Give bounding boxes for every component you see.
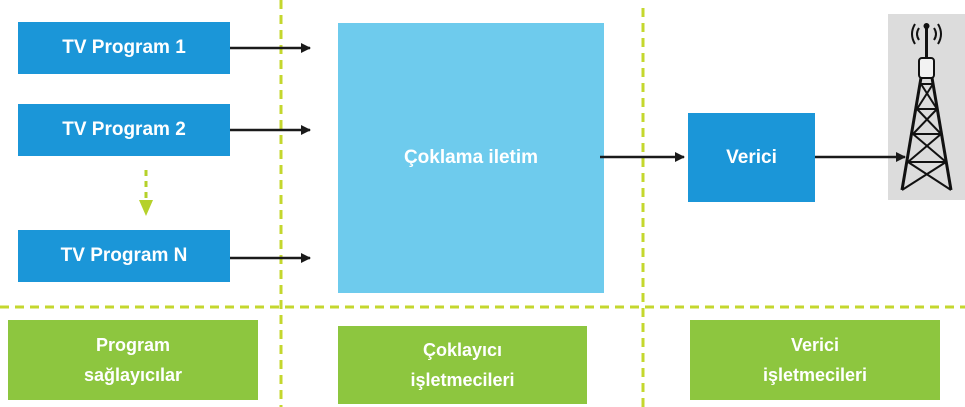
- section-2-line1: Çoklayıcı: [422, 340, 503, 360]
- multiplex-transmission-label: Çoklama iletim: [403, 147, 539, 168]
- section-mux-operators: Çoklayıcı işletmecileri: [338, 326, 587, 404]
- tower-graphic: [900, 23, 953, 191]
- tv-program-1-box: TV Program 1: [18, 22, 230, 74]
- section-1-line2: sağlayıcılar: [83, 365, 183, 385]
- tv-program-n-box: TV Program N: [18, 230, 230, 282]
- tv-program-n-label: TV Program N: [60, 245, 188, 266]
- tv-program-1-label: TV Program 1: [62, 37, 186, 58]
- broadcast-tower-icon: [888, 14, 965, 200]
- transmitter-label: Verici: [726, 146, 777, 168]
- transmitter-box: Verici: [688, 113, 815, 202]
- section-program-providers: Program sağlayıcılar: [8, 320, 258, 400]
- section-3-line2: işletmecileri: [762, 365, 868, 385]
- tv-program-2-label: TV Program 2: [62, 119, 186, 140]
- section-transmitter-operators: Verici işletmecileri: [690, 320, 940, 400]
- multiplex-transmission-box: Çoklama iletim: [338, 23, 604, 293]
- section-3-line1: Verici: [790, 335, 840, 355]
- section-1-line1: Program: [95, 335, 170, 355]
- section-2-line2: işletmecileri: [410, 370, 515, 390]
- tv-program-2-box: TV Program 2: [18, 104, 230, 156]
